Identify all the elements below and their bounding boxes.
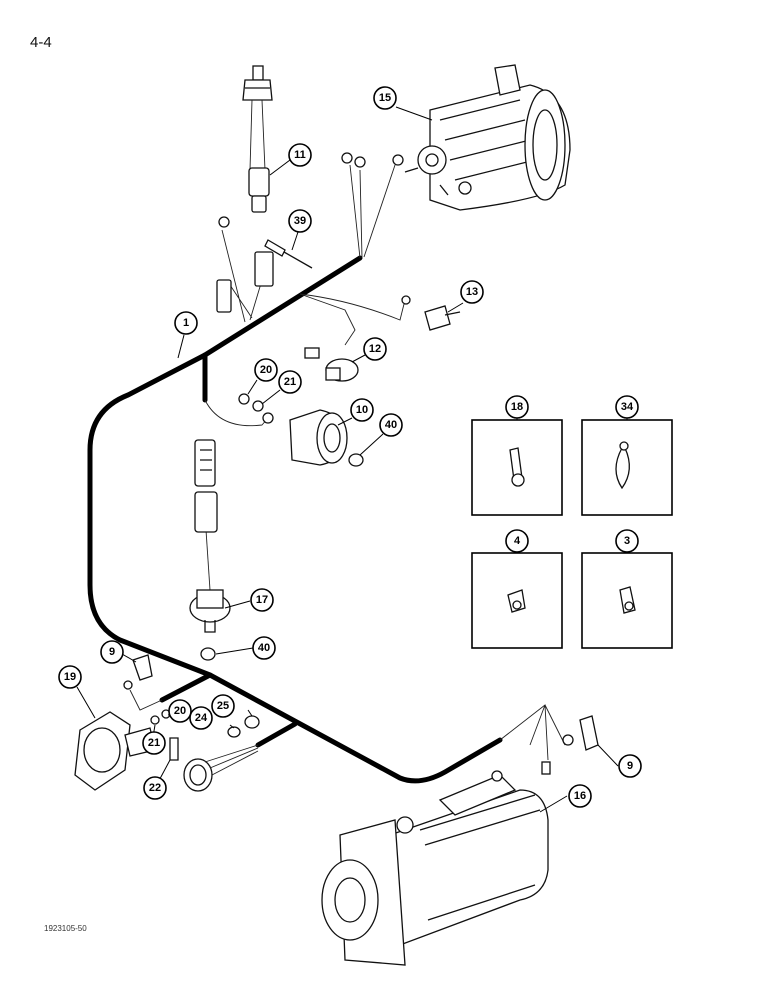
- page-number: 4-4: [30, 34, 52, 51]
- temp-sender-39: [216, 216, 313, 313]
- svg-text:39: 39: [294, 215, 306, 227]
- sender-12: [304, 347, 359, 382]
- alternator: [404, 64, 571, 211]
- switch-11: [242, 65, 273, 213]
- starter-motor: [321, 770, 549, 966]
- nut-40-lower: [200, 647, 216, 661]
- callout-17: 17: [250, 588, 274, 612]
- callout-15: 15: [373, 86, 397, 110]
- svg-text:13: 13: [466, 286, 478, 298]
- svg-text:17: 17: [256, 594, 268, 606]
- callout-20-upper: 20: [254, 358, 278, 382]
- callout-3: 3: [615, 529, 639, 553]
- ring-terminals: [341, 152, 411, 305]
- svg-text:1: 1: [183, 317, 189, 329]
- svg-text:21: 21: [148, 737, 160, 749]
- inset-box-3: [581, 552, 673, 649]
- callout-13: 13: [460, 280, 484, 304]
- gauge-10: [289, 409, 348, 466]
- lower-hardware: [150, 709, 260, 761]
- nut-40-upper: [348, 453, 364, 467]
- callout-9-left: 9: [100, 640, 124, 664]
- callout-22: 22: [143, 776, 167, 800]
- svg-text:24: 24: [195, 712, 208, 724]
- callout-21-lower: 21: [142, 731, 166, 755]
- callout-4: 4: [505, 529, 529, 553]
- boot-9-right: [541, 715, 599, 775]
- svg-text:11: 11: [294, 149, 306, 161]
- callout-11: 11: [288, 143, 312, 167]
- callout-34: 34: [615, 395, 639, 419]
- svg-text:21: 21: [284, 376, 296, 388]
- svg-text:3: 3: [624, 535, 630, 547]
- svg-text:9: 9: [627, 760, 633, 772]
- callout-9-right: 9: [618, 754, 642, 778]
- relay-19: [74, 711, 156, 791]
- boot-9-left: [123, 654, 153, 690]
- main-harness: [87, 255, 503, 784]
- callout-21-upper: 21: [278, 370, 302, 394]
- multi-pin-connector: [183, 744, 259, 792]
- svg-text:12: 12: [369, 343, 381, 355]
- inset-box-4: [471, 552, 563, 649]
- svg-text:16: 16: [574, 790, 586, 802]
- svg-text:22: 22: [149, 782, 161, 794]
- callout-20-lower: 20: [168, 699, 192, 723]
- callout-18: 18: [505, 395, 529, 419]
- svg-text:15: 15: [379, 92, 391, 104]
- pressure-switch-13: [424, 305, 461, 331]
- callout-39: 39: [288, 209, 312, 233]
- svg-text:40: 40: [258, 642, 270, 654]
- callout-16: 16: [568, 784, 592, 808]
- inset-box-34: [581, 419, 673, 516]
- callout-40-lower: 40: [252, 636, 276, 660]
- callout-10: 10: [350, 398, 374, 422]
- svg-text:25: 25: [217, 700, 229, 712]
- svg-text:10: 10: [356, 404, 368, 416]
- svg-text:18: 18: [511, 401, 523, 413]
- washers-upper: [238, 393, 274, 424]
- svg-text:20: 20: [260, 364, 272, 376]
- svg-text:34: 34: [621, 401, 634, 413]
- inset-box-18: [471, 417, 563, 516]
- callout-1: 1: [174, 311, 198, 335]
- svg-text:4: 4: [514, 535, 521, 547]
- callout-19: 19: [58, 665, 82, 689]
- svg-text:20: 20: [174, 705, 186, 717]
- switch-17: [189, 589, 231, 633]
- connectors-branch: [194, 439, 218, 533]
- figure-id: 1923105-50: [44, 924, 87, 933]
- callout-25: 25: [211, 694, 235, 718]
- svg-text:19: 19: [64, 671, 76, 683]
- callout-12: 12: [363, 337, 387, 361]
- svg-text:40: 40: [385, 419, 397, 431]
- callout-24: 24: [189, 706, 213, 730]
- svg-text:9: 9: [109, 646, 115, 658]
- callout-40-upper: 40: [379, 413, 403, 437]
